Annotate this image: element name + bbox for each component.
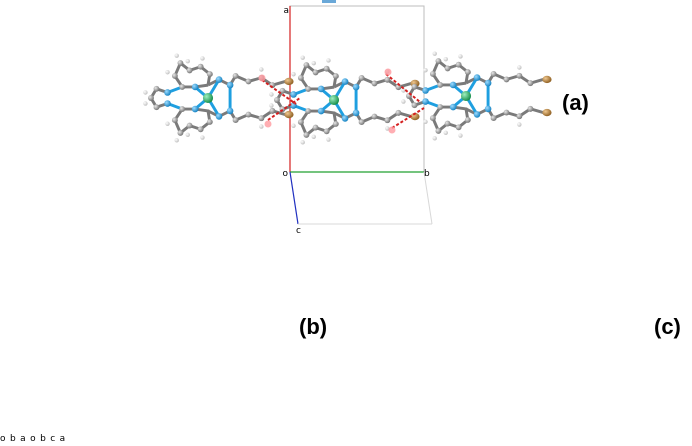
cell-axis-a-c: o b c a [30,428,65,445]
axis-label-a-b: a [20,434,26,444]
axis-label-b-b: b [9,434,16,444]
panel-label-a: (a) [562,90,589,115]
axis-label-c: c [296,226,301,236]
panel-label-c: (c) [654,314,681,339]
axis-label-a: a [283,6,289,16]
cell-axis-a-b: o b a [0,428,30,445]
axis-label-o: o [282,169,288,179]
cell-axis-c-c: o b c a [30,428,65,445]
panel-c: o b c a [30,428,65,445]
axis-label-a-c: a [59,434,66,444]
crystal-structure-figure: a o b c [0,0,554,444]
axis-label-b: b [424,169,430,179]
complex-molecule-left [141,51,296,144]
unit-cell-c: o b c a [30,428,65,445]
cell-axis-b-b: o b a [0,428,30,445]
axis-label-b-c: b [40,434,46,444]
cell-axis-c [289,171,299,225]
panel-a: a o b c [141,0,554,236]
axis-label-o-c: o [30,434,36,444]
panel-b: o b a [0,428,30,445]
axis-label-o-b: o [0,434,6,444]
panel-label-b: (b) [299,314,328,339]
hydrogen-bond-contacts [261,73,425,129]
unit-cell-b: o b a [0,428,30,445]
axis-label-c-c: c [50,434,56,444]
